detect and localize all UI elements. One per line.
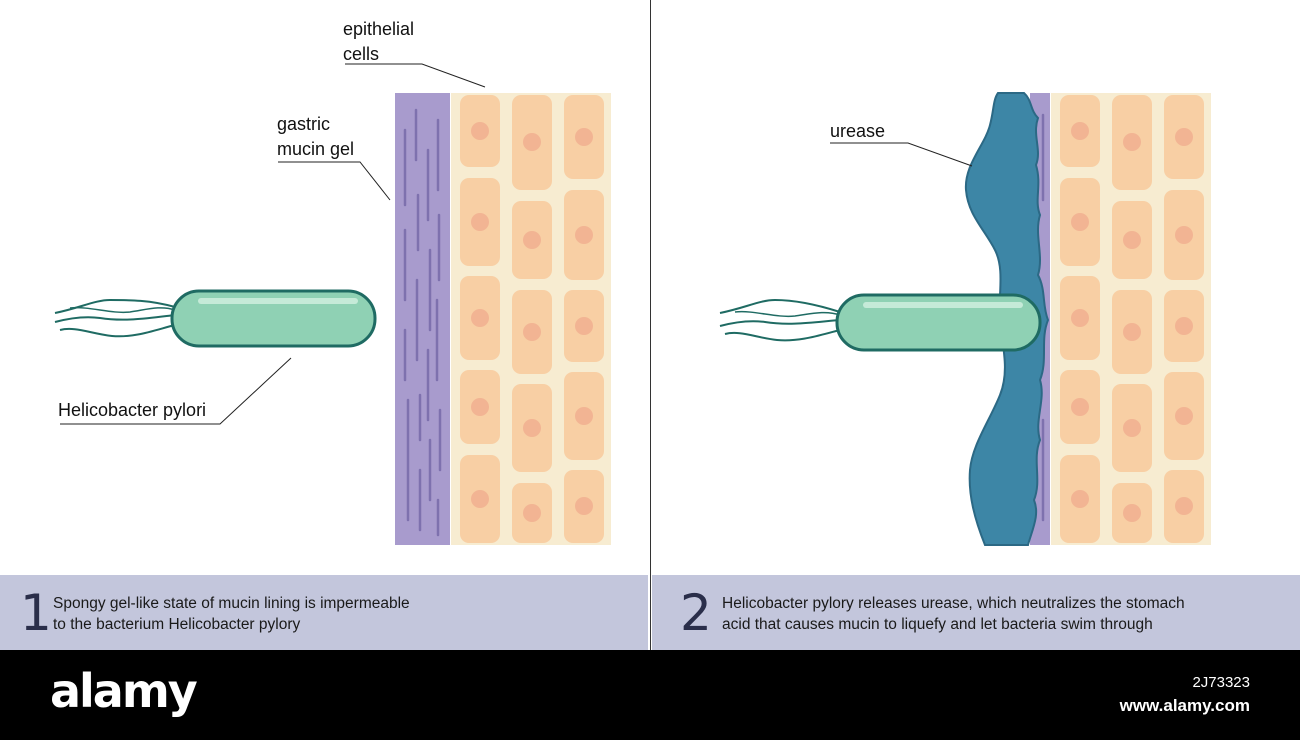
panel1-pointers xyxy=(60,63,486,425)
diagram-svg xyxy=(54,63,1211,546)
caption-text-1: Spongy gel-like state of mucin lining is… xyxy=(53,595,410,633)
panel-divider xyxy=(650,0,651,650)
panel2-nuclei xyxy=(1071,122,1193,522)
label-urease: urease xyxy=(830,121,886,141)
step-number-1: 1 xyxy=(20,584,52,642)
label-epithelial-cells: epithelial cells xyxy=(343,19,415,64)
label-gastric-mucin-gel: gastric mucin gel xyxy=(277,114,355,159)
panel1-graphic xyxy=(54,63,611,545)
site-url[interactable]: www.alamy.com xyxy=(1119,696,1250,715)
label-helicobacter-pylori: Helicobacter pylori xyxy=(58,400,207,420)
panel1-cells xyxy=(460,95,604,543)
diagram-stage: epithelial cells gastric mucin gel Helic… xyxy=(54,0,1211,650)
panel2-pointers xyxy=(830,142,973,167)
step-number-2: 2 xyxy=(680,584,712,642)
panel1-nuclei xyxy=(471,122,593,522)
panel2-graphic xyxy=(719,92,1211,546)
panel1-mucin-fibers xyxy=(403,108,442,537)
caption-bar-2 xyxy=(652,575,1300,650)
panel2-bacterium xyxy=(719,293,1042,352)
caption-bar-1 xyxy=(0,575,648,650)
panel1-mucin-layer xyxy=(395,93,450,545)
caption-text-2: Helicobacter pylory releases urease, whi… xyxy=(722,595,1185,633)
footer-bar xyxy=(0,650,1300,740)
panel1-bacterium xyxy=(54,289,377,348)
image-id: 2J73323 xyxy=(1192,674,1250,691)
brand-logo: alamy xyxy=(50,664,198,718)
